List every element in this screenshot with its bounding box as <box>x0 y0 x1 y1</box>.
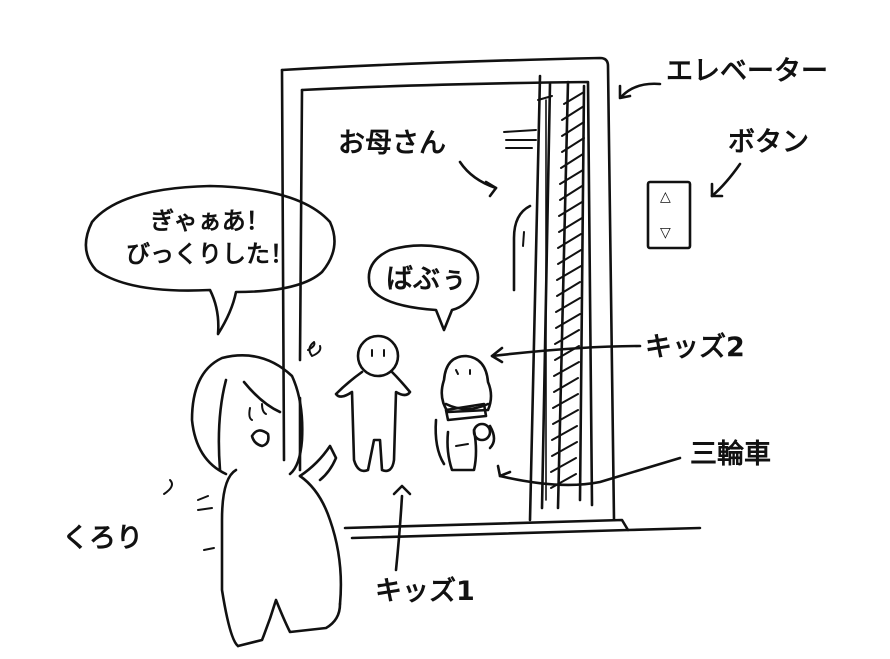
elevator-door <box>528 74 586 522</box>
elevator-up-button-icon: △ <box>660 189 671 205</box>
kurori-figure <box>190 354 343 648</box>
elevator-down-button-icon: ▽ <box>660 225 671 241</box>
arrow-to-button <box>710 162 742 198</box>
kurori-speech-line-2: びっくりした！ <box>126 240 294 269</box>
arrow-to-tricycle <box>496 456 682 487</box>
mother-label: お母さん <box>338 128 446 159</box>
arrow-to-elevator <box>618 82 662 100</box>
kurori-label: くろり <box>62 523 143 554</box>
elevator-frame <box>280 56 616 522</box>
kids2-figure <box>440 354 493 422</box>
mother-figure <box>512 204 532 292</box>
kids1-label: キッズ1 <box>375 576 475 607</box>
kurori-speech-line-1: ぎゃぁあ！ <box>150 207 270 235</box>
kids2-label: キッズ2 <box>645 332 745 363</box>
shock-marks <box>163 479 215 551</box>
tricycle-label: 三輪車 <box>690 439 771 470</box>
arrow-to-mother <box>458 129 537 198</box>
elevator-floor <box>343 518 702 540</box>
motion-lines-kids1 <box>307 341 322 357</box>
arrow-to-kids1 <box>392 484 412 572</box>
kurori-speech-text: ぎゃぁあ！ びっくりした！ <box>92 205 328 271</box>
button-label: ボタン <box>728 127 809 158</box>
arrow-to-kids2 <box>490 344 642 364</box>
baby-speech-text: ばぶぅ <box>386 264 467 295</box>
elevator-label: エレベーター <box>666 56 828 87</box>
kids1-figure <box>334 334 412 473</box>
tricycle <box>434 418 496 472</box>
elevator-button-panel <box>646 180 692 250</box>
kurori-speech-bubble <box>84 184 336 336</box>
baby-speech-bubble <box>367 244 480 332</box>
